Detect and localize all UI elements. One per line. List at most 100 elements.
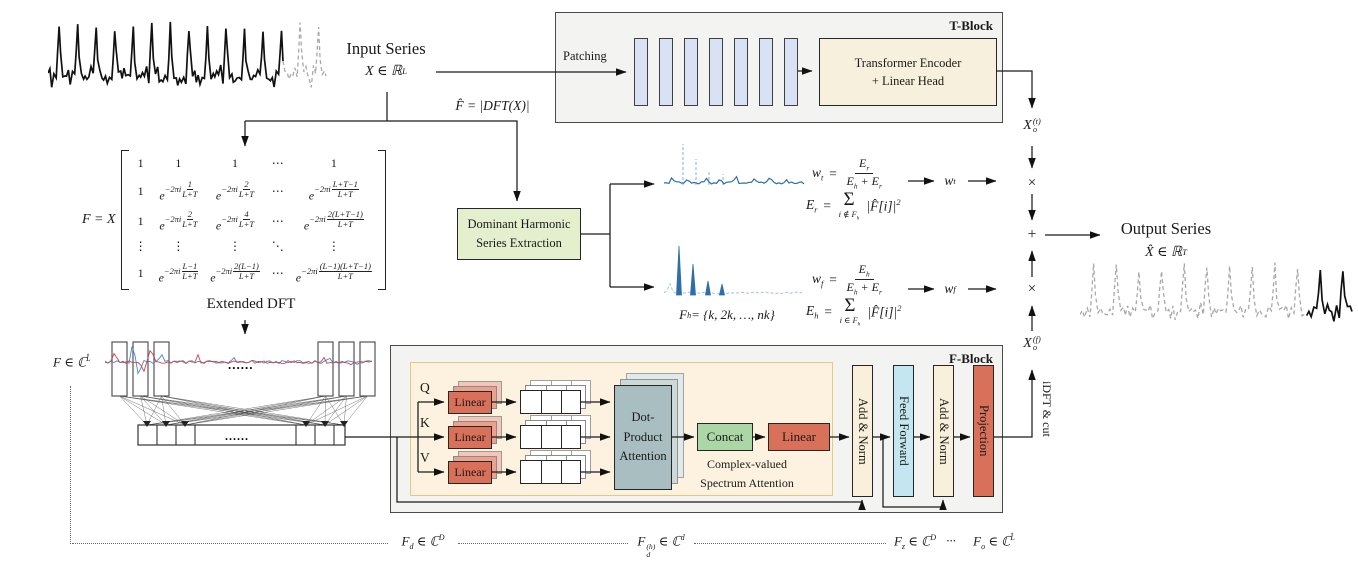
qkv-label-v: V	[420, 450, 430, 465]
ellipsis-bottom: ......	[225, 429, 249, 443]
matrix-cell: ⋮	[327, 239, 340, 254]
concat-box: Concat	[697, 423, 753, 451]
head-token-squares	[520, 460, 581, 484]
idft-cut-label: iDFT & cut	[1040, 381, 1054, 437]
matrix-cell: ⋮	[172, 239, 185, 254]
t-block: T-Block Patching Transformer Encoder+ Li…	[555, 12, 1003, 123]
matrix-lhs: F = X	[82, 212, 116, 227]
fz-dim-label: Fz ∈ ℂD	[893, 533, 937, 551]
freq-bin-rect	[132, 341, 149, 397]
input-series-label: Input Series	[346, 39, 426, 58]
projection-box: Projection	[973, 365, 994, 497]
patch-bar	[759, 38, 773, 106]
convergence-arrowhead	[181, 421, 189, 427]
input-history-line	[48, 21, 284, 88]
matrix-cell: ⋯	[271, 155, 284, 170]
ellipsis-top: ......	[228, 357, 254, 372]
patch-bar	[634, 38, 648, 106]
feed-forward-box: Feed Forward	[893, 365, 914, 497]
freq-bin-rect	[111, 341, 128, 397]
qkv-label-q: Q	[420, 380, 430, 395]
freq-bin-rect	[153, 341, 170, 397]
head-token-squares	[520, 390, 581, 414]
matrix-cell: 1	[137, 155, 144, 170]
t-block-title: T-Block	[949, 18, 993, 33]
xo-f-label: X(f)o	[1023, 334, 1041, 352]
add-norm-1-box: Add & Norm	[852, 365, 873, 497]
fdh-dim-label: F(h)d ∈ ℂd	[637, 533, 685, 559]
freq-bin-rect	[317, 341, 334, 397]
patch-bar	[784, 38, 798, 106]
matrix-bracket-right	[377, 150, 386, 290]
linear-out-box: Linear	[768, 423, 830, 451]
patch-bar	[709, 38, 723, 106]
matrix-cell: ⋯	[271, 184, 284, 199]
multiply-top-operator: ×	[1027, 174, 1037, 191]
convergence-arrowhead	[162, 421, 170, 427]
matrix-cell: e−2πi(L−1)(L+T−1)L+T	[295, 260, 372, 285]
harmonic-peak	[705, 280, 711, 296]
convergence-arrowhead	[143, 421, 151, 427]
output-actual-line	[1305, 270, 1353, 322]
add-operator: +	[1027, 226, 1037, 243]
matrix-cell: 1	[175, 155, 182, 170]
add-norm-2-box: Add & Norm	[933, 365, 954, 497]
dotted-guide-2	[458, 543, 628, 544]
dotted-guide-3	[694, 543, 886, 544]
linear-box-k: Linear	[448, 425, 492, 449]
matrix-cell: 1	[137, 265, 144, 280]
harmonic-peak	[690, 263, 696, 296]
multiply-bottom-operator: ×	[1027, 280, 1037, 297]
matrix-cell: 1	[330, 155, 337, 170]
complex-spectrum-line	[104, 346, 373, 375]
output-series-label: Output Series	[1120, 219, 1212, 238]
patch-bar	[684, 38, 698, 106]
output-series-plot	[1080, 262, 1353, 322]
f-block-title: F-Block	[948, 351, 993, 366]
complex-spectrum-line	[104, 349, 373, 373]
linear-box-v: Linear	[448, 460, 492, 484]
harmonic-peak	[676, 245, 682, 296]
patching-label: Patching	[563, 49, 607, 63]
transformer-encoder-box: Transformer Encoder+ Linear Head	[819, 38, 997, 106]
matrix-cell: ⋯	[271, 265, 284, 280]
dim-dots-label: ···	[946, 533, 956, 548]
freq-bin-rect	[338, 341, 355, 397]
residual-faint-line	[663, 282, 803, 295]
input-future-line	[282, 22, 327, 88]
dotted-guide-1	[72, 543, 388, 544]
convergence-arrowhead	[302, 421, 310, 427]
xo-t-label: X(t)o	[1023, 116, 1041, 134]
matrix-cell: 1	[137, 214, 144, 229]
output-forecast-line	[1080, 262, 1308, 321]
dft-output-row	[137, 424, 346, 446]
convergence-arrowhead	[340, 421, 348, 427]
patch-bar	[659, 38, 673, 106]
freq-bin-rect	[359, 341, 376, 397]
matrix-cell: 1	[232, 155, 238, 170]
input-series-plot	[48, 21, 327, 88]
extended-dft-caption: Extended DFT	[206, 295, 296, 312]
dft-equation-label: F̂ = |DFT(X)|	[455, 98, 530, 113]
residual-spectrum-plot	[664, 144, 805, 185]
